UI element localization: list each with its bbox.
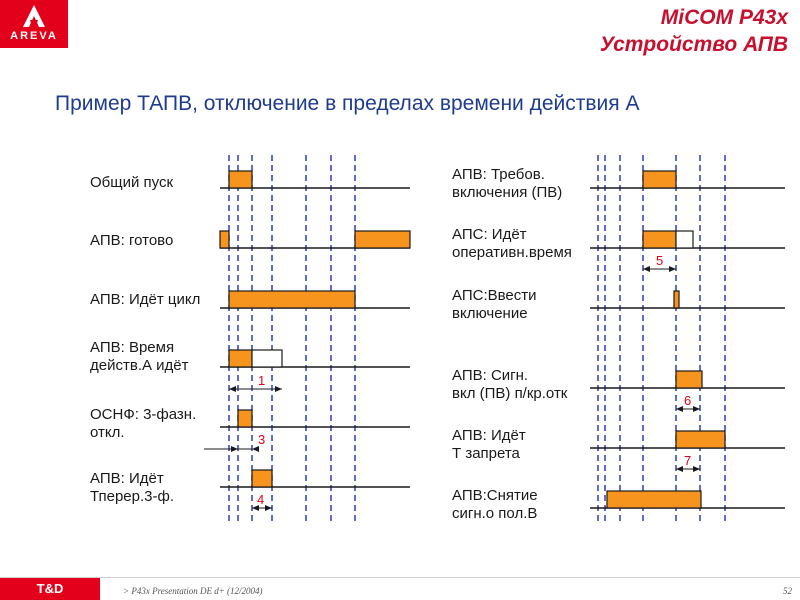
right-gridlines xyxy=(597,155,726,525)
pulse-enter-close xyxy=(673,290,680,309)
arrowhead xyxy=(275,386,282,392)
pulse-trip-3ph xyxy=(237,409,253,428)
left-label-2: АПВ: Идёт цикл xyxy=(90,291,201,308)
arrowhead xyxy=(676,406,683,412)
pulse-ar-ready-2 xyxy=(354,230,411,249)
marker-6: 6 xyxy=(684,393,691,408)
footer-presentation-info: > P43x Presentation DE d+ (12/2004) xyxy=(123,586,263,596)
pulse-oper-time xyxy=(642,230,677,249)
areva-logo-icon xyxy=(23,5,45,27)
arrowhead xyxy=(669,266,676,272)
pulse-remove-signal xyxy=(606,490,702,509)
arrowhead xyxy=(676,466,683,472)
marker-5: 5 xyxy=(656,253,663,268)
marker-1: 1 xyxy=(258,373,265,388)
left-gridlines xyxy=(228,155,356,525)
left-label-4-text: ОСНФ: 3-фазн.откл. xyxy=(90,406,197,441)
left-arrows xyxy=(204,388,282,509)
marker-3: 3 xyxy=(258,432,265,447)
right-label-3: АПВ: Сигн.вкл (ПВ) п/кр.отк xyxy=(452,367,568,402)
arrowhead xyxy=(231,446,238,452)
pulse-ar-transfer xyxy=(251,469,273,488)
marker-7: 7 xyxy=(684,453,691,468)
pulse-close-signal xyxy=(675,370,703,389)
left-label-4: ОСНФ: 3-фазн.откл. xyxy=(90,406,196,442)
arrowhead xyxy=(252,446,259,452)
right-arrowheads xyxy=(643,266,700,472)
slide-subtitle: Пример ТАПВ, отключение в пределах време… xyxy=(55,92,640,115)
header-title-device: Устройство АПВ xyxy=(599,33,788,56)
marker-4: 4 xyxy=(257,492,264,507)
pulse-ar-time-a-remaining xyxy=(251,349,283,368)
arrowhead xyxy=(693,406,700,412)
left-arrowheads xyxy=(229,386,282,511)
pulse-close-request xyxy=(642,170,677,189)
footer-bar: T&D > P43x Presentation DE d+ (12/2004) … xyxy=(0,577,800,600)
header-title-product: MiCOM P43x xyxy=(660,6,788,29)
footer-brand: T&D xyxy=(0,578,100,600)
arrowhead xyxy=(229,386,236,392)
logo-text: AREVA xyxy=(10,30,58,42)
left-pulses xyxy=(219,170,411,488)
pulse-general-start xyxy=(228,170,253,189)
arrowhead xyxy=(643,266,650,272)
pulse-ar-time-a xyxy=(228,349,253,368)
pulse-reclaim xyxy=(675,430,726,449)
arrowhead xyxy=(265,505,272,511)
left-label-0: Общий пуск xyxy=(90,174,174,191)
pulse-ar-ready-1 xyxy=(219,230,230,249)
left-label-1: АПВ: готово xyxy=(90,232,174,249)
arrowhead xyxy=(693,466,700,472)
right-label-0: АПВ: Требов.включения (ПВ) xyxy=(452,166,563,201)
arrowhead xyxy=(252,505,259,511)
pulse-ar-cycle xyxy=(228,290,356,309)
areva-logo: AREVA xyxy=(0,0,68,48)
footer-page-number: 52 xyxy=(783,586,792,596)
right-pulses xyxy=(606,170,726,509)
pulse-oper-time-remaining xyxy=(675,230,694,249)
